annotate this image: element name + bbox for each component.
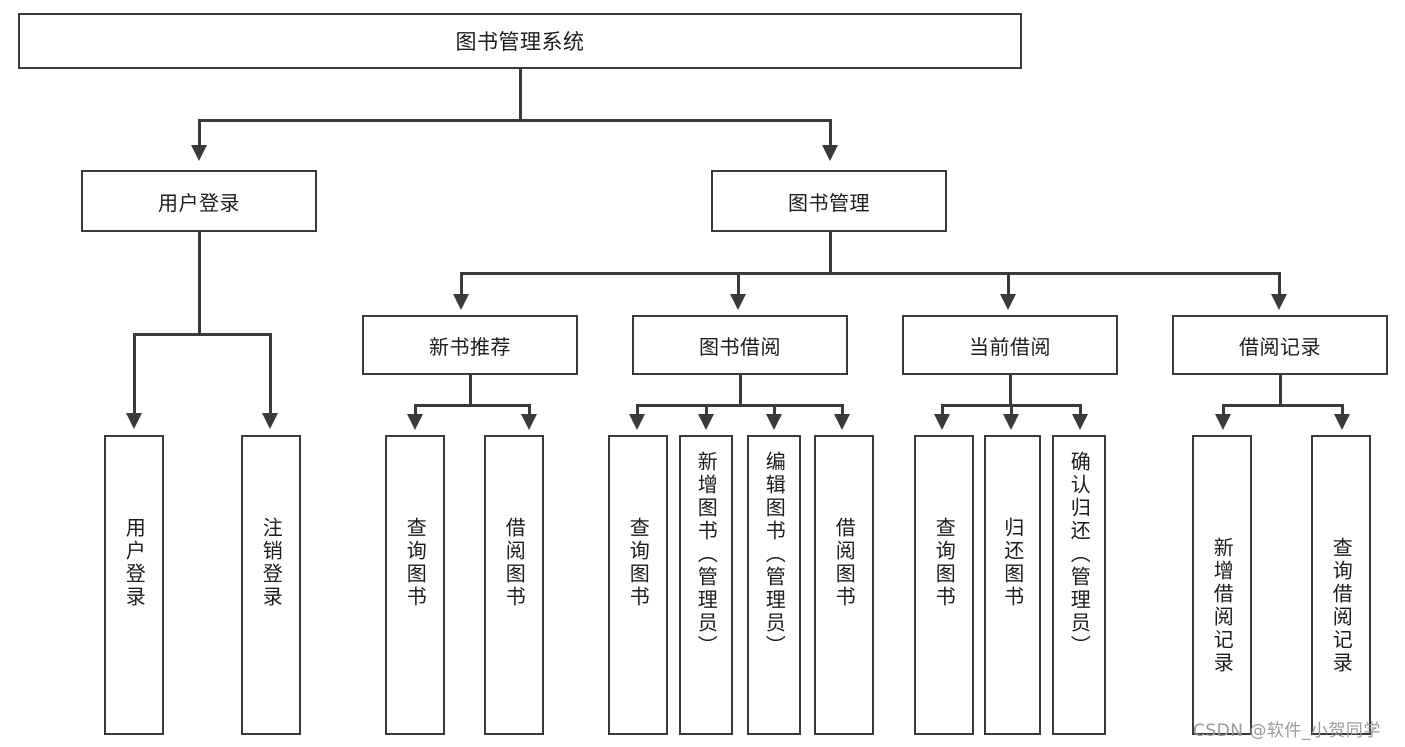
connector-user-login-stem xyxy=(198,232,201,335)
arrow-br-to-leaf-1 xyxy=(1215,414,1231,430)
leaf-label: 查询图书 xyxy=(626,517,651,609)
leaf-label: 查询借阅记录 xyxy=(1329,537,1354,675)
leaf-new-book-borrow-books[interactable]: 借阅图书 xyxy=(484,435,544,735)
connector-new-book-bar xyxy=(414,404,530,407)
connector-borrow-record-bar xyxy=(1222,404,1341,407)
leaf-book-borrow-borrow-books[interactable]: 借阅图书 xyxy=(814,435,874,735)
connector-bb-to-leaf-3 xyxy=(773,404,776,416)
leaf-label: 归还图书 xyxy=(1000,517,1025,609)
connector-root-bar xyxy=(198,119,831,122)
connector-current-borrow-stem xyxy=(1009,375,1012,406)
node-label: 图书管理 xyxy=(788,190,870,215)
leaf-user-login-logout[interactable]: 注销登录 xyxy=(241,435,301,735)
leaf-new-book-query-books[interactable]: 查询图书 xyxy=(385,435,445,735)
arrow-bb-to-leaf-1 xyxy=(629,414,645,430)
connector-user-login-to-leaf-1 xyxy=(133,333,136,415)
node-label: 借阅记录 xyxy=(1239,334,1321,359)
node-root-book-management-system[interactable]: 图书管理系统 xyxy=(18,13,1022,69)
connector-cb-to-leaf-1 xyxy=(941,404,944,416)
leaf-label: 编辑图书（管理员） xyxy=(762,451,787,658)
connector-br-to-leaf-2 xyxy=(1341,404,1344,416)
leaf-borrow-record-add-record[interactable]: 新增借阅记录 xyxy=(1192,435,1252,735)
connector-br-to-leaf-1 xyxy=(1222,404,1225,416)
node-label: 图书管理系统 xyxy=(455,30,585,54)
leaf-label: 借阅图书 xyxy=(832,517,857,609)
connector-borrow-record-stem xyxy=(1279,375,1282,406)
node-label: 图书借阅 xyxy=(699,334,781,359)
connector-book-borrow-bar xyxy=(636,404,843,407)
leaf-current-borrow-query-books[interactable]: 查询图书 xyxy=(914,435,974,735)
connector-new-book-stem xyxy=(469,375,472,406)
arrow-br-to-leaf-2 xyxy=(1334,414,1350,430)
leaf-label: 新增借阅记录 xyxy=(1210,537,1235,675)
node-new-book-recommendation[interactable]: 新书推荐 xyxy=(362,315,578,375)
arrow-cb-to-leaf-3 xyxy=(1072,414,1088,430)
connector-bm-to-new-book xyxy=(460,272,463,296)
arrow-cb-to-leaf-2 xyxy=(1003,414,1019,430)
node-label: 当前借阅 xyxy=(969,334,1051,359)
connector-root-to-user-login xyxy=(198,119,201,147)
connector-user-login-bar xyxy=(133,333,271,336)
leaf-book-borrow-add-book-admin[interactable]: 新增图书（管理员） xyxy=(679,435,733,735)
connector-bb-to-leaf-1 xyxy=(636,404,639,416)
connector-user-login-to-leaf-2 xyxy=(269,333,272,415)
connector-bm-to-borrow-record xyxy=(1278,272,1281,296)
connector-book-borrow-stem xyxy=(739,375,742,406)
arrow-nb-to-leaf-2 xyxy=(521,414,537,430)
leaf-current-borrow-confirm-return-admin[interactable]: 确认归还（管理员） xyxy=(1052,435,1106,735)
arrow-root-to-book-management xyxy=(822,145,838,161)
connector-cb-to-leaf-3 xyxy=(1079,404,1082,416)
arrow-user-login-to-leaf-1 xyxy=(126,413,142,429)
connector-bb-to-leaf-4 xyxy=(841,404,844,416)
leaf-label: 注销登录 xyxy=(259,517,284,609)
arrow-bm-to-borrow-record xyxy=(1271,294,1287,310)
arrow-bm-to-new-book xyxy=(453,294,469,310)
leaf-label: 用户登录 xyxy=(122,517,147,609)
leaf-label: 查询图书 xyxy=(932,517,957,609)
connector-bm-to-current-borrow xyxy=(1007,272,1010,296)
arrow-bb-to-leaf-3 xyxy=(766,414,782,430)
connector-bb-to-leaf-2 xyxy=(705,404,708,416)
arrow-nb-to-leaf-1 xyxy=(407,414,423,430)
node-current-borrow[interactable]: 当前借阅 xyxy=(902,315,1118,375)
leaf-user-login-login[interactable]: 用户登录 xyxy=(104,435,164,735)
node-book-borrow[interactable]: 图书借阅 xyxy=(632,315,848,375)
arrow-bb-to-leaf-4 xyxy=(834,414,850,430)
leaf-current-borrow-return-books[interactable]: 归还图书 xyxy=(984,435,1041,735)
connector-nb-to-leaf-1 xyxy=(414,404,417,416)
leaf-label: 确认归还（管理员） xyxy=(1067,451,1092,658)
arrow-root-to-user-login xyxy=(191,145,207,161)
node-label: 用户登录 xyxy=(158,190,240,215)
connector-root-to-book-management xyxy=(829,119,832,147)
connector-book-management-stem xyxy=(829,232,832,274)
node-book-management[interactable]: 图书管理 xyxy=(711,170,947,232)
arrow-bm-to-current-borrow xyxy=(1000,294,1016,310)
connector-cb-to-leaf-2 xyxy=(1010,404,1013,416)
arrow-bb-to-leaf-2 xyxy=(698,414,714,430)
arrow-user-login-to-leaf-2 xyxy=(262,413,278,429)
node-borrow-record[interactable]: 借阅记录 xyxy=(1172,315,1388,375)
node-label: 新书推荐 xyxy=(429,334,511,359)
connector-bm-to-book-borrow xyxy=(737,272,740,296)
leaf-label: 查询图书 xyxy=(403,517,428,609)
connector-nb-to-leaf-2 xyxy=(528,404,531,416)
connector-book-management-bar xyxy=(460,272,1280,275)
connector-root-stem xyxy=(519,69,522,121)
leaf-borrow-record-query-record[interactable]: 查询借阅记录 xyxy=(1311,435,1371,735)
arrow-cb-to-leaf-1 xyxy=(934,414,950,430)
leaf-label: 新增图书（管理员） xyxy=(694,451,719,658)
leaf-book-borrow-edit-book-admin[interactable]: 编辑图书（管理员） xyxy=(747,435,801,735)
node-user-login[interactable]: 用户登录 xyxy=(81,170,317,232)
leaf-label: 借阅图书 xyxy=(502,517,527,609)
leaf-book-borrow-query-books[interactable]: 查询图书 xyxy=(608,435,668,735)
arrow-bm-to-book-borrow xyxy=(730,294,746,310)
